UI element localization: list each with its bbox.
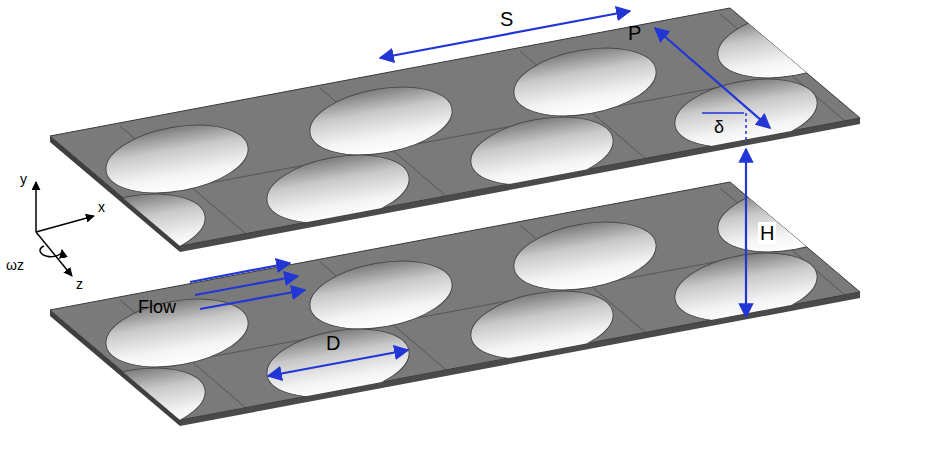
top-plate [50,0,865,272]
height-arrow [745,149,747,317]
bottom-plate [50,174,865,446]
axis-label: x [98,200,105,215]
flow-label: Flow [138,298,176,318]
pitch-arrow [655,28,770,128]
dimension-label: D [326,332,340,354]
axis-label: y [20,172,27,187]
depth-line [745,113,747,144]
coordinate-axes [36,182,94,276]
dimension-label: δ [714,118,724,138]
axis-label: ωz [6,258,24,273]
dimples [58,174,866,446]
axis-label: z [76,277,83,292]
dimension-label: S [500,8,513,30]
dimples [58,0,866,272]
dimension-label: P [628,22,641,44]
flow-arrow [195,276,298,295]
flow-arrow [200,290,305,309]
dimension-arrows [190,11,770,376]
depth-line [702,112,744,114]
dimension-label: H [758,222,776,244]
